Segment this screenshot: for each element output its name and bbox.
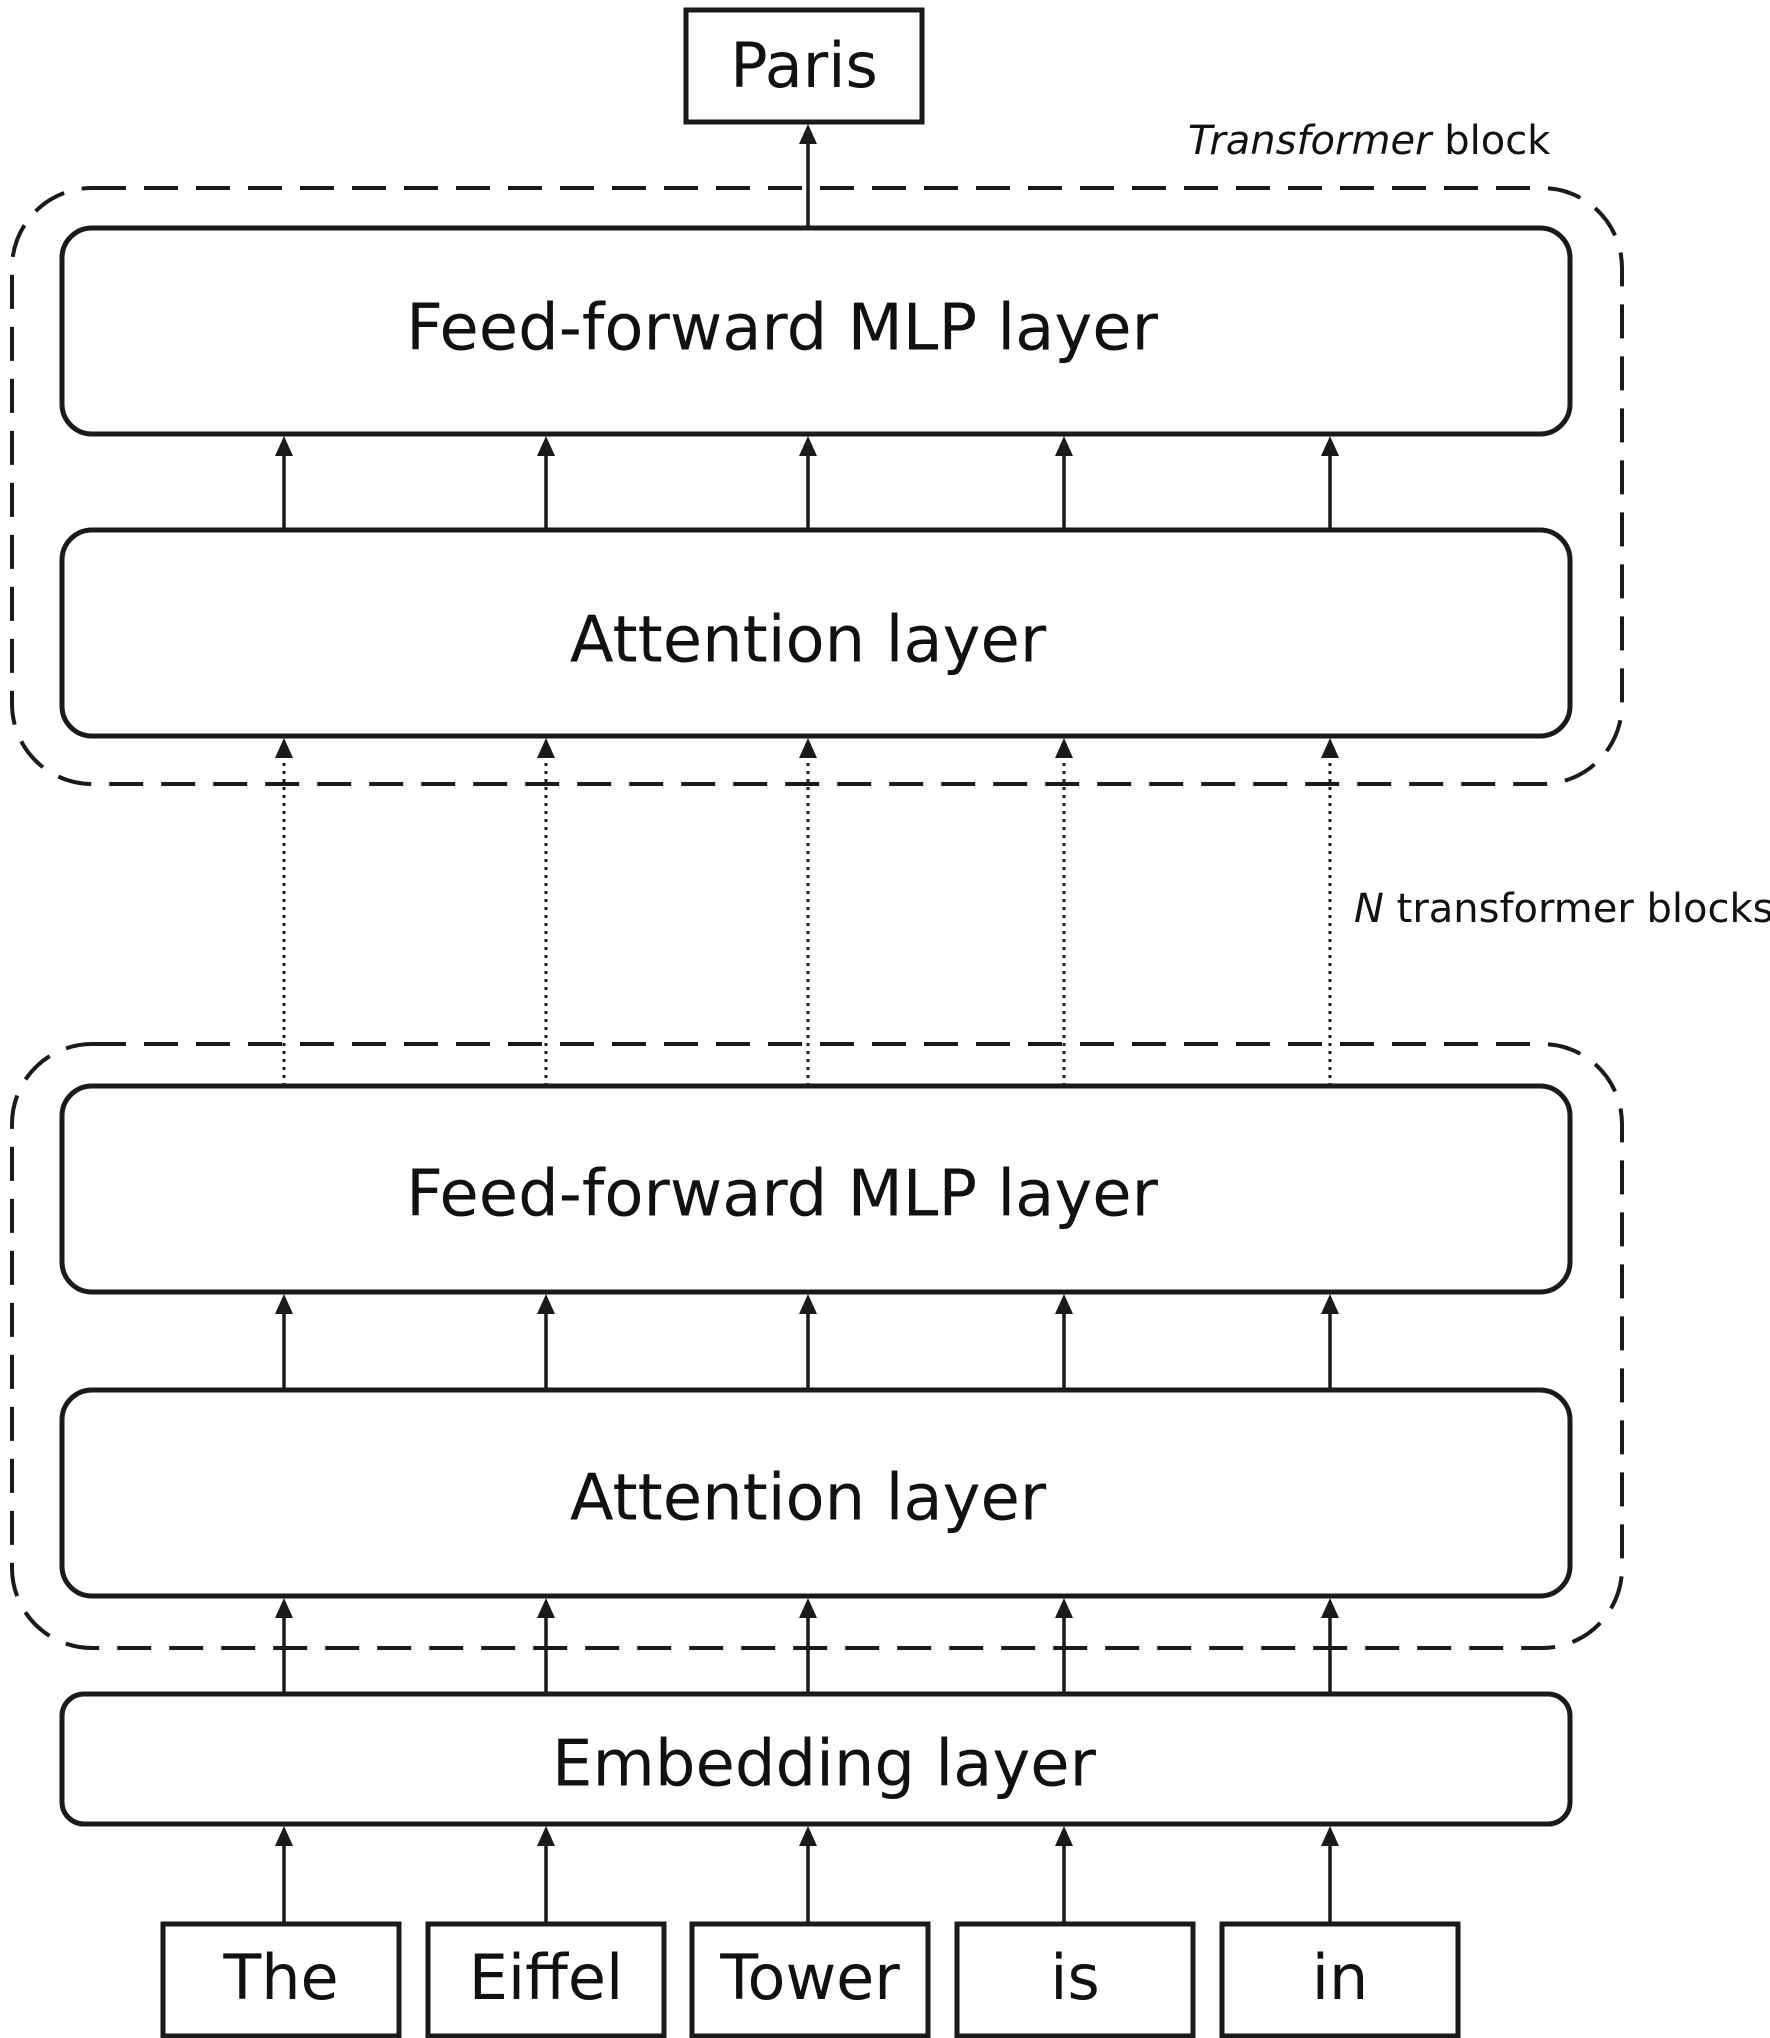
embedding-to-attention-arrow-head (1055, 1598, 1073, 1618)
transformer-block-label: Transformer block (1188, 118, 1551, 164)
n-transformer-blocks-label-emphasis: N (1354, 886, 1384, 932)
embedding-layer-box (59, 1691, 1573, 1827)
n-transformer-blocks-label: N transformer blocks (1354, 886, 1770, 932)
attention-to-mlp-arrow-head (1055, 1294, 1073, 1314)
token-to-embedding-arrow-head (537, 1826, 555, 1846)
token-to-embedding-arrow-head (1321, 1826, 1339, 1846)
attention-to-mlp-arrow-head (537, 1294, 555, 1314)
embedding-to-attention-arrow-head (275, 1598, 293, 1618)
top-attention-layer-label: Attention layer (570, 604, 1047, 678)
output-arrow-head (799, 124, 817, 144)
input-token-box (1219, 1921, 1461, 2038)
input-token-box (425, 1921, 667, 2038)
bottom-attention-layer-label: Attention layer (570, 1462, 1047, 1536)
attention-to-mlp-arrow-head (1321, 1294, 1339, 1314)
inter-block-dotted-arrow-head (1055, 738, 1073, 758)
output-token-box (683, 7, 925, 125)
inter-block-dotted-arrow-head (537, 738, 555, 758)
embedding-to-attention-arrow-head (1321, 1598, 1339, 1618)
transformer-block-label-rest: block (1432, 118, 1552, 164)
inter-block-dotted-arrow-head (275, 738, 293, 758)
embedding-to-attention-arrow-head (537, 1598, 555, 1618)
inter-block-dotted-arrow-head (799, 738, 817, 758)
bottom-mlp-layer-box (59, 1083, 1573, 1295)
token-to-embedding-arrow-head (799, 1826, 817, 1846)
attention-to-mlp-arrow-head (1055, 436, 1073, 456)
token-to-embedding-arrow-head (1055, 1826, 1073, 1846)
inter-block-dotted-arrow-head (1321, 738, 1339, 758)
bottom-transformer-block (10, 1042, 1624, 1650)
output-token-label: Paris (730, 29, 878, 102)
attention-to-mlp-arrow-head (799, 436, 817, 456)
bottom-mlp-layer-label: Feed-forward MLP layer (406, 1158, 1159, 1232)
input-token-label: is (1050, 1941, 1100, 2014)
attention-to-mlp-arrow-head (537, 436, 555, 456)
token-to-embedding-arrow-head (275, 1826, 293, 1846)
connector-arrows (275, 124, 1339, 1924)
input-token-label: Eiffel (469, 1941, 624, 2014)
embedding-to-attention-arrow-head (799, 1598, 817, 1618)
n-transformer-blocks-label-rest: transformer blocks (1384, 886, 1770, 932)
input-tokens: The Eiffel Tower is in (160, 1921, 1461, 2038)
input-token-box (689, 1921, 931, 2038)
input-token-label: The (222, 1941, 338, 2014)
input-token-box (160, 1921, 402, 2038)
top-mlp-layer-box (59, 225, 1573, 437)
bottom-attention-layer-box (59, 1387, 1573, 1599)
attention-to-mlp-arrow-head (799, 1294, 817, 1314)
top-mlp-layer-label: Feed-forward MLP layer (406, 292, 1159, 366)
transformer-block-label-emphasis: Transformer (1188, 118, 1434, 164)
top-attention-layer-box (59, 527, 1573, 739)
input-token-box (954, 1921, 1196, 2038)
embedding-layer-label: Embedding layer (552, 1728, 1097, 1802)
attention-to-mlp-arrow-head (275, 1294, 293, 1314)
attention-to-mlp-arrow-head (1321, 436, 1339, 456)
attention-to-mlp-arrow-head (275, 436, 293, 456)
input-token-label: in (1312, 1941, 1369, 2014)
input-token-label: Tower (719, 1941, 900, 2014)
top-transformer-block (10, 186, 1624, 786)
